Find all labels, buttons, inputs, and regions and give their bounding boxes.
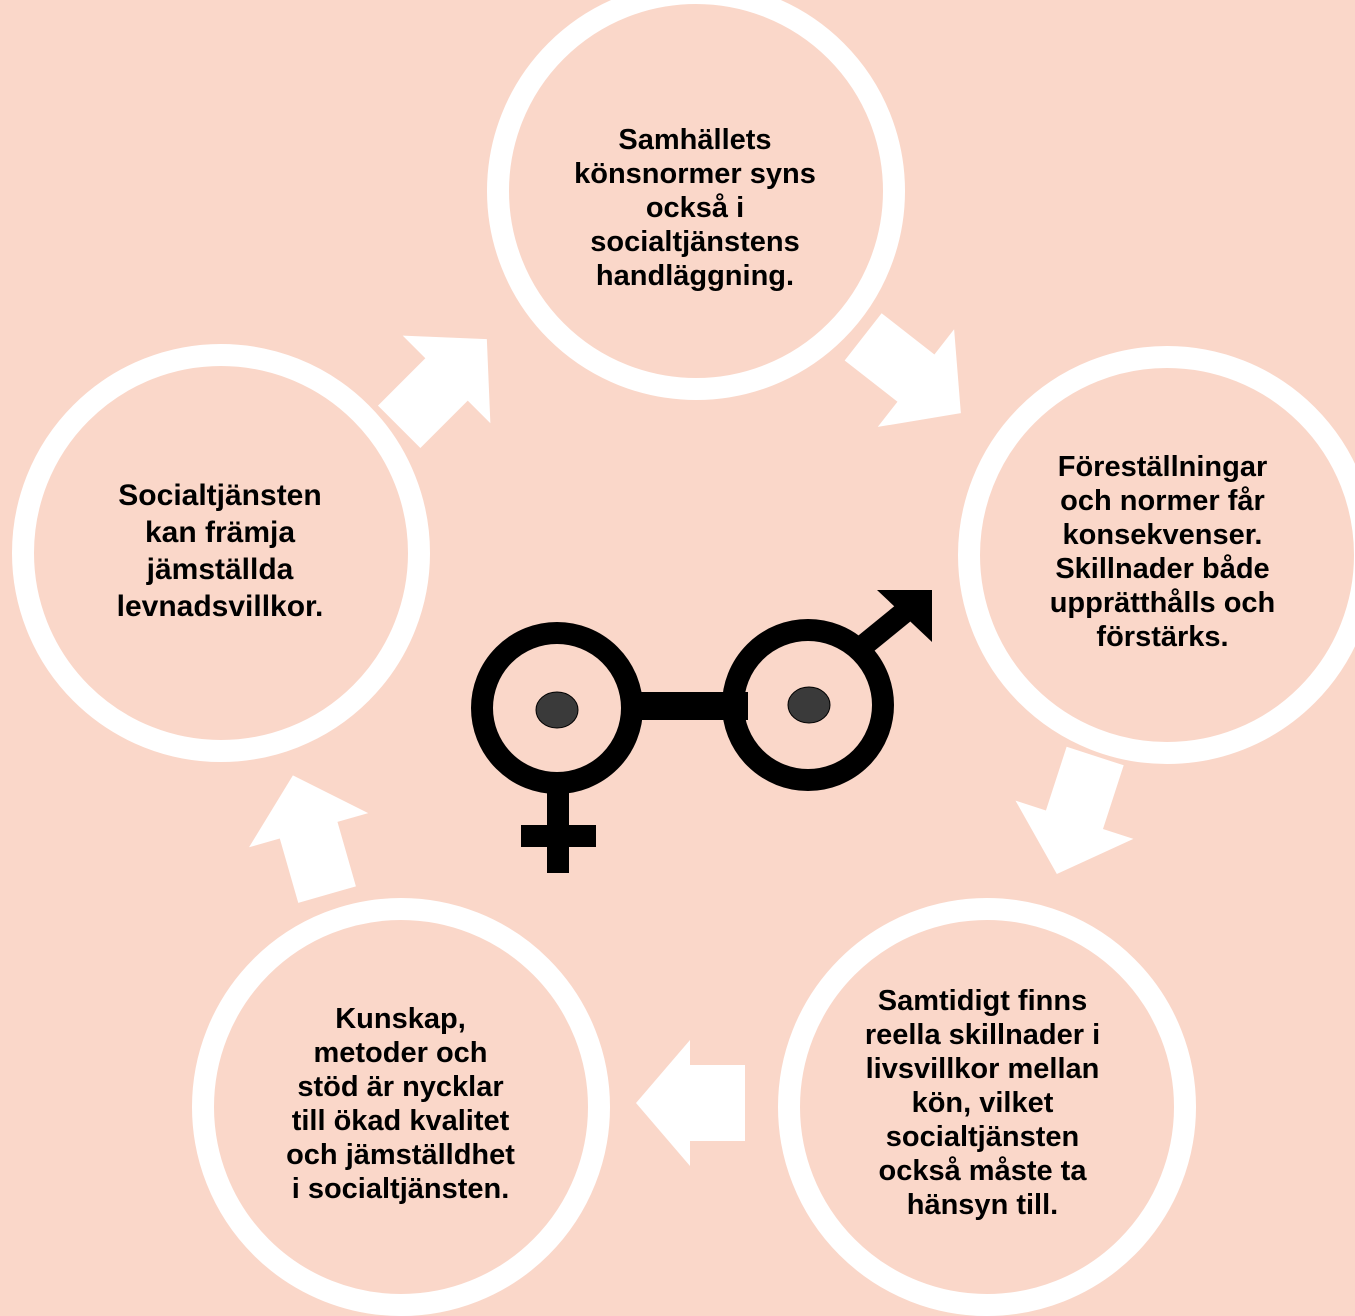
node-right-text: Föreställningar och normer får konsekven… (1049, 451, 1276, 653)
arrow-top-to-right (844, 313, 961, 427)
arrow-bottom-left-to-left (249, 775, 369, 903)
node-left-text: Socialtjänsten kan främja jämställda lev… (116, 479, 324, 623)
node-top-text: Samhällets könsnormer syns också i socia… (574, 124, 816, 292)
arrow-bottom-right-to-bottom-left (636, 1040, 745, 1166)
arrow-left-to-top (377, 335, 491, 449)
node-bottom-left-text: Kunskap, metoder och stöd är nycklar til… (286, 1003, 515, 1205)
arrow-right-to-bottom-right (1015, 746, 1134, 874)
node-bottom-right-text: Samtidigt finns reella skillnader i livs… (864, 985, 1101, 1221)
